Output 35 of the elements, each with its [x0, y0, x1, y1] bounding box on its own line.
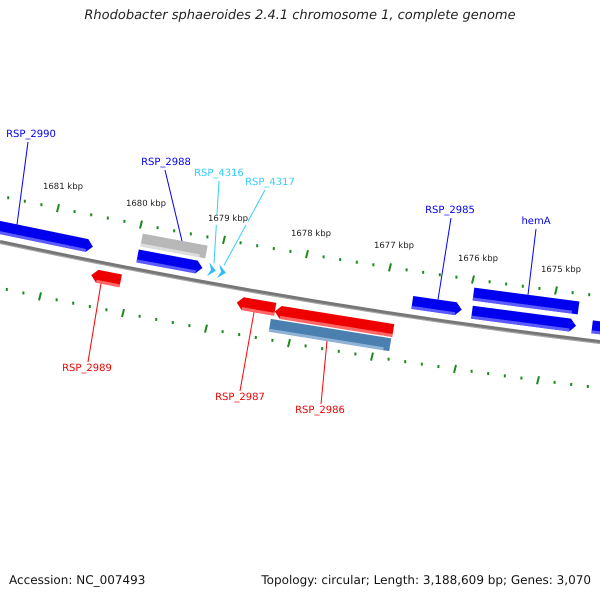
gene-label: RSP_2986	[295, 405, 345, 416]
gene-label: RSP_2985	[425, 205, 475, 216]
scale-label: 1676 kbp	[458, 255, 498, 265]
gene-feature	[206, 262, 216, 276]
gene-feature	[236, 297, 276, 316]
gene-feature	[91, 270, 122, 288]
leader-line	[240, 312, 254, 392]
scale-label: 1680 kbp	[126, 200, 166, 210]
gene-feature	[140, 234, 208, 258]
scale-label: 1678 kbp	[290, 230, 332, 240]
scale-label: 1681 kbp	[42, 183, 84, 193]
gene-feature	[472, 288, 580, 314]
leader-line	[88, 283, 102, 362]
gene-label: hemA	[521, 216, 551, 228]
diagram-title: Rhodobacter sphaeroides 2.4.1 chromosome 1, complete genome	[84, 9, 516, 24]
gene-label: RSP_2987	[215, 392, 265, 404]
scale-label: 1679 kbp	[208, 215, 248, 225]
leader-line	[16, 142, 28, 226]
gene-label: RSP_2988	[141, 157, 191, 168]
gene-feature	[411, 296, 462, 316]
leader-line	[320, 340, 328, 404]
gene-label: RSP_2990	[6, 129, 56, 140]
leader-line	[438, 218, 452, 300]
accession-text: Accession: NC_007493	[9, 574, 146, 588]
gene-feature	[216, 264, 226, 278]
leader-line	[214, 180, 220, 264]
gene-label: RSP_4317	[245, 177, 295, 188]
gene-feature	[268, 318, 392, 352]
gene-label: RSP_2989	[62, 363, 112, 374]
scale-label: 1675 kbp	[540, 266, 582, 276]
gene-feature	[0, 218, 93, 252]
leader-line	[224, 190, 266, 266]
genome-info-text: Topology: circular; Length: 3,188,609 bp; Genes: 3,070	[261, 574, 591, 588]
scale-label: 1677 kbp	[374, 242, 414, 252]
gene-label: RSP_4316	[194, 168, 244, 180]
